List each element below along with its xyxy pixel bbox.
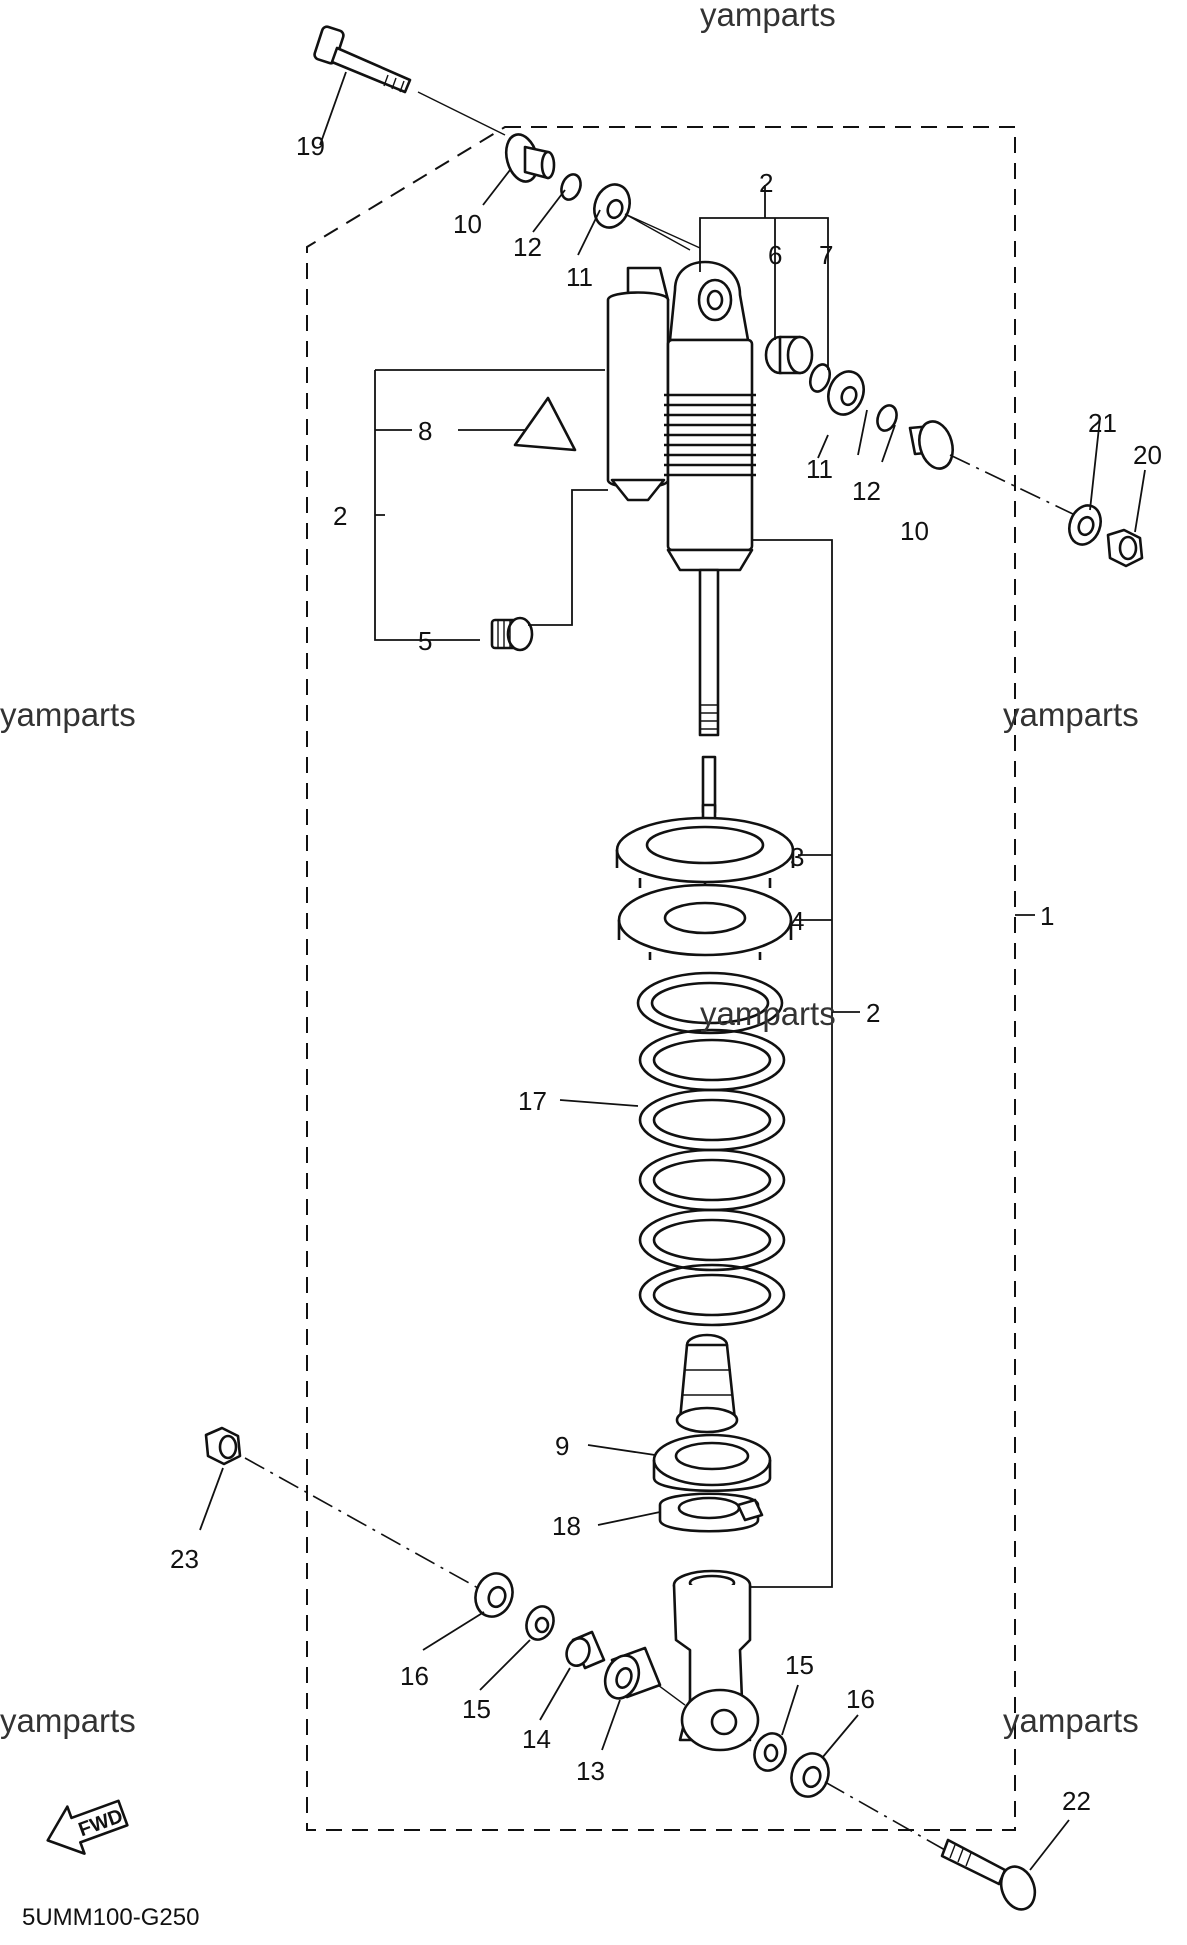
shock-upper-eye[interactable]	[668, 260, 750, 342]
part-15-seal-right[interactable]	[749, 1729, 790, 1775]
part-16-collar-right[interactable]	[786, 1748, 835, 1802]
part-7-circlip[interactable]	[807, 362, 833, 394]
part-18-retainer[interactable]	[658, 1492, 764, 1533]
watermark-left-bottom: yamparts	[0, 1702, 136, 1739]
callout-12-lower[interactable]: 12	[852, 476, 881, 506]
part-9-lower-spring-seat[interactable]	[652, 1433, 772, 1492]
callout-4[interactable]: 4	[790, 906, 804, 936]
callout-6[interactable]: 6	[768, 240, 782, 270]
watermark-center: yamparts	[700, 995, 836, 1032]
lower-clevis[interactable]	[672, 1569, 760, 1752]
part-20-nut[interactable]	[1106, 528, 1144, 568]
part-15-seal-left[interactable]	[522, 1603, 558, 1644]
part-21-washer[interactable]	[1064, 501, 1106, 549]
callout-10-lower[interactable]: 10	[900, 516, 929, 546]
part-13-bearing[interactable]	[599, 1646, 662, 1703]
callout-11-lower[interactable]: 11	[806, 454, 833, 484]
part-12-oring-lower[interactable]	[874, 403, 900, 434]
callout-7[interactable]: 7	[819, 240, 833, 270]
bump-stop[interactable]	[675, 1333, 739, 1434]
part-11-bushing-lower[interactable]	[823, 367, 870, 420]
part-10-collar-lower[interactable]	[908, 418, 958, 473]
part-10-collar-upper[interactable]	[501, 131, 556, 185]
callout-14[interactable]: 14	[522, 1724, 551, 1754]
callout-18[interactable]: 18	[552, 1511, 581, 1541]
callout-23[interactable]: 23	[170, 1544, 199, 1574]
watermark-right-middle: yamparts	[1003, 696, 1139, 733]
callout-20[interactable]: 20	[1133, 440, 1162, 470]
callout-9[interactable]: 9	[555, 1431, 569, 1461]
watermark-left-middle: yamparts	[0, 696, 136, 733]
callout-1[interactable]: 1	[1040, 901, 1054, 931]
callout-2-top[interactable]: 2	[759, 168, 773, 198]
part-14-spacer[interactable]	[563, 1630, 606, 1670]
callout-12-upper[interactable]: 12	[513, 232, 542, 262]
part-22-bolt[interactable]	[940, 1838, 1041, 1914]
part-23-nut[interactable]	[204, 1426, 242, 1466]
part-17-spring[interactable]	[636, 971, 786, 1327]
callout-17[interactable]: 17	[518, 1086, 547, 1116]
direction-arrow-icon	[513, 396, 577, 452]
part-11-bushing-upper[interactable]	[589, 180, 636, 233]
callout-13[interactable]: 13	[576, 1756, 605, 1786]
callout-22[interactable]: 22	[1062, 1786, 1091, 1816]
part-5-adjuster[interactable]	[490, 616, 534, 652]
callout-21[interactable]: 21	[1088, 408, 1117, 438]
callout-2-middle[interactable]: 2	[866, 998, 880, 1028]
watermark-right-bottom: yamparts	[1003, 1702, 1139, 1739]
callout-19[interactable]: 19	[296, 131, 325, 161]
shock-rod[interactable]	[698, 568, 720, 847]
callout-15-left[interactable]: 15	[462, 1694, 491, 1724]
callout-8[interactable]: 8	[418, 416, 432, 446]
shock-body[interactable]	[664, 338, 756, 572]
part-8-reservoir[interactable]	[606, 266, 670, 502]
watermark-top: yamparts	[700, 0, 836, 33]
callout-16-left[interactable]: 16	[400, 1661, 429, 1691]
diagram-code: 5UMM100-G250	[22, 1904, 199, 1931]
part-12-oring-upper[interactable]	[558, 172, 584, 203]
part-16-collar-left[interactable]	[470, 1568, 519, 1622]
part-19-bolt[interactable]	[313, 25, 412, 94]
callout-5[interactable]: 5	[418, 626, 432, 656]
callout-10-upper[interactable]: 10	[453, 209, 482, 239]
callout-3[interactable]: 3	[790, 842, 804, 872]
callout-15-right[interactable]: 15	[785, 1650, 814, 1680]
callout-2-left[interactable]: 2	[333, 501, 347, 531]
assembly-outline	[306, 126, 1016, 1831]
fwd-arrow-icon: FWD	[46, 1799, 129, 1855]
part-4-locknut[interactable]	[617, 883, 793, 960]
part-6-bushing[interactable]	[764, 335, 814, 375]
callout-16-right[interactable]: 16	[846, 1684, 875, 1714]
part-3-spring-seat[interactable]	[615, 816, 795, 892]
callout-11-upper[interactable]: 11	[566, 262, 593, 292]
